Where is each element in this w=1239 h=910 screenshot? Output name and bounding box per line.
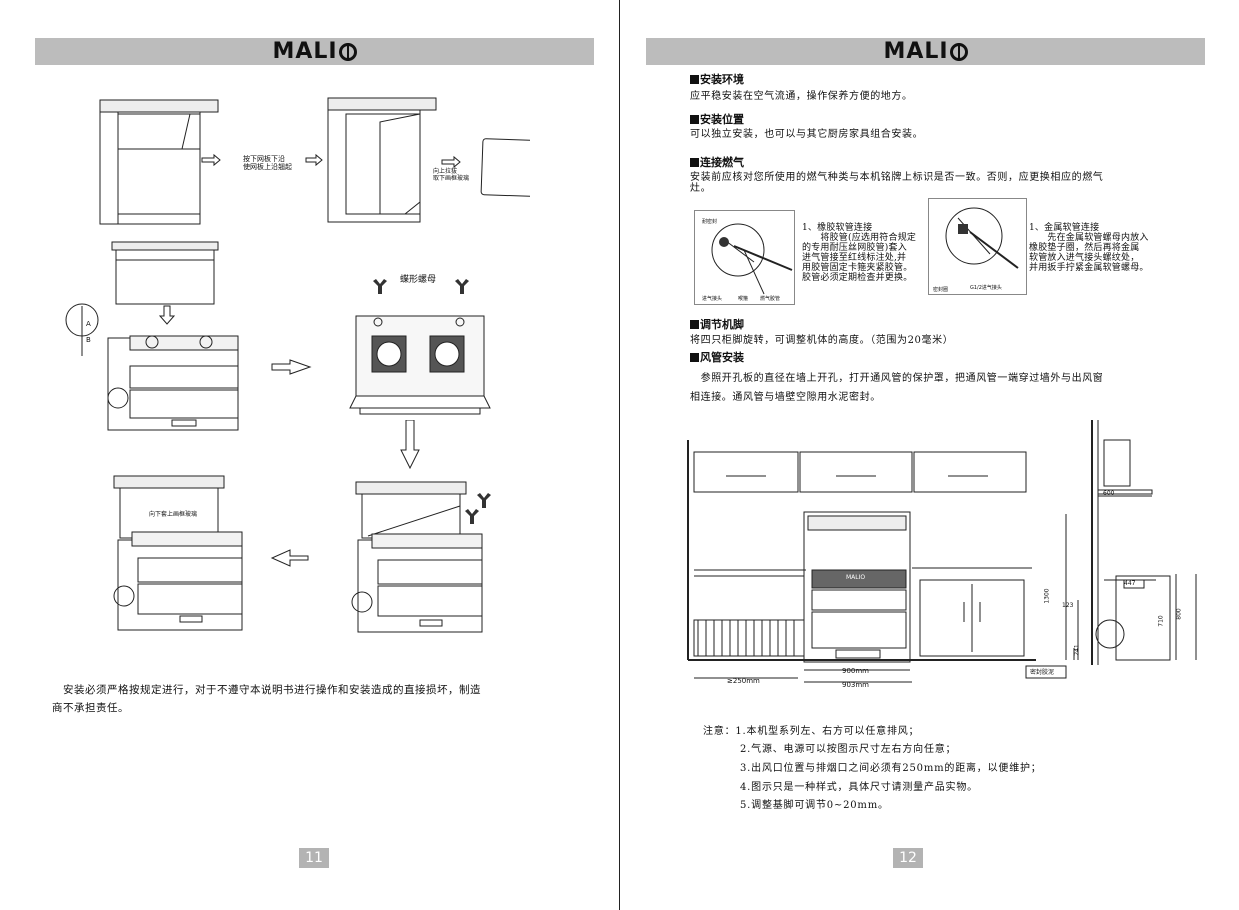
install-glass-label: 向下套上画框玻璃 xyxy=(149,511,198,518)
note-3: 3.出风口位置与排烟口之间必须有250mm的距离，以便维护； xyxy=(740,763,1042,774)
dim-900: 900mm xyxy=(842,667,869,675)
text-feet: 将四只柜脚旋转，可调整机体的高度。（范围为20毫米） xyxy=(690,335,954,346)
seal-label: 密封胶泥 xyxy=(1030,669,1055,676)
dim-447: 447 xyxy=(1124,580,1136,587)
page-divider xyxy=(619,0,620,910)
heading-pos: 安装位置 xyxy=(690,111,744,127)
dim-600: 600 xyxy=(1103,490,1115,497)
brand-logo: MALI xyxy=(272,39,357,64)
dim-241: 241 xyxy=(1073,644,1081,656)
header-banner: MALI xyxy=(646,38,1205,65)
header-banner: MALI xyxy=(35,38,594,65)
point-b-label: B xyxy=(86,336,91,344)
text-pos: 可以独立安装，也可以与其它厨房家具组合安装。 xyxy=(690,129,924,140)
heading-feet: 调节机脚 xyxy=(690,316,744,332)
bullet-square-icon xyxy=(690,319,699,329)
heading-gas: 连接燃气 xyxy=(690,154,744,170)
final-figure xyxy=(113,475,491,633)
assembly-figure xyxy=(65,241,491,431)
hose1-label-b3: 燃气胶管 xyxy=(760,296,781,302)
hose1-label-b2: 喉箍 xyxy=(738,296,749,302)
text-env: 应平稳安装在空气流通，操作保养方便的地方。 xyxy=(690,91,913,102)
note-1: 注意：1.本机型系列左、右方可以任意排风； xyxy=(703,726,920,737)
bullet-square-icon xyxy=(690,74,699,84)
hose2-text: 1、金属软管连接 先在金属软管螺母内放入橡胶垫子圈，然后再将金属软管放入进气接头… xyxy=(1029,223,1149,273)
rubber-hose-figure xyxy=(694,210,795,305)
disassembly-figure xyxy=(99,97,530,225)
down-arrow-icon xyxy=(400,420,420,470)
dim-250: ≥250mm xyxy=(727,677,760,685)
press-panel-label: 按下网板下沿使网板上沿翘起 xyxy=(243,155,292,171)
hose1-label-top: 耐密封 xyxy=(702,219,718,225)
logo-o-icon xyxy=(338,42,357,61)
hose1-text: 1、橡胶软管连接 将胶管(应选用符合规定的专用耐压丝网胶管)套入进气管接至红线标… xyxy=(802,223,917,283)
brand-logo: MALI xyxy=(883,39,968,64)
metal-hose-figure xyxy=(928,198,1027,295)
note-2: 2.气源、电源可以按图示尺寸左右方向任意； xyxy=(740,744,957,755)
page-number: 11 xyxy=(299,848,329,868)
dim-903: 903mm xyxy=(842,681,869,689)
page-12: MALI 安装环境 应平稳安装在空气流通，操作保养方便的地方。 安装位置 可以独… xyxy=(620,0,1239,910)
bullet-square-icon xyxy=(690,157,699,167)
hose2-label-b2: G1/2进气接头 xyxy=(970,285,1002,291)
text-duct: 参照开孔板的直径在墙上开孔，打开通风管的保护罩，把通风管一端穿过墙外与出风窗相连… xyxy=(690,373,1104,403)
bullet-square-icon xyxy=(690,352,699,362)
page-number: 12 xyxy=(893,848,923,868)
heading-env: 安装环境 xyxy=(690,71,744,87)
stove-logo-label: MALIO xyxy=(846,574,866,581)
text-gas: 安装前应核对您所使用的燃气种类与本机铭牌上标识是否一致。否则，应更换相应的燃气灶… xyxy=(690,172,1104,194)
logo-o-icon xyxy=(949,42,968,61)
heading-duct: 风管安装 xyxy=(690,349,744,365)
note-4: 4.图示只是一种样式，具体尺寸请测量产品实物。 xyxy=(740,782,978,793)
dim-800: 800 xyxy=(1175,608,1183,620)
hose2-label-b1: 密封圈 xyxy=(933,287,949,293)
dim-1300: 1300 xyxy=(1043,588,1051,604)
bullet-square-icon xyxy=(690,114,699,124)
safety-caption: 安装必须严格按规定进行，对于不遵守本说明书进行操作和安装造成的直接损坏，制造商不… xyxy=(52,684,481,714)
page-11: MALI 按下网板下沿使网板上沿翘起 向上拉拔取下画框玻璃 xyxy=(0,0,619,910)
hose1-label-b1: 进气接头 xyxy=(702,296,723,302)
wing-nut-label: 蝶形螺母 xyxy=(400,275,437,285)
note-5: 5.调整基脚可调节0~20mm。 xyxy=(740,800,889,811)
lift-glass-label: 向上拉拔取下画框玻璃 xyxy=(433,168,470,182)
installation-drawing xyxy=(687,420,1197,683)
dim-710: 710 xyxy=(1157,615,1165,627)
point-a-label: A xyxy=(86,320,91,328)
dim-123: 123 xyxy=(1062,602,1074,609)
